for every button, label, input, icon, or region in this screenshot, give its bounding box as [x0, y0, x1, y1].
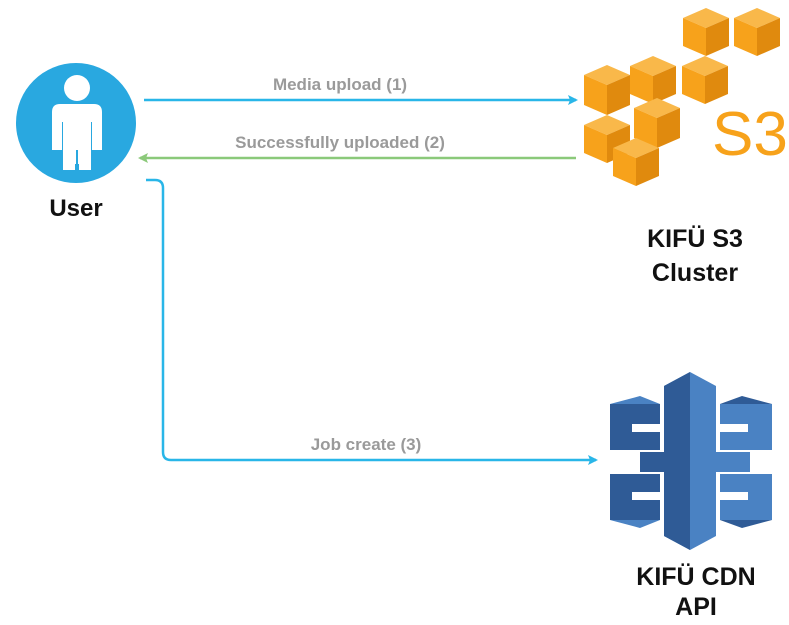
s3-label-line2: Cluster — [651, 259, 739, 287]
edge-job-create — [146, 178, 598, 465]
cdn-label-line2: API — [675, 593, 717, 621]
edge-label-successfully-uploaded: Successfully uploaded (2) — [235, 133, 445, 152]
s3-label: KIFÜ S3 Cluster — [610, 222, 780, 290]
edge-label-media-upload: Media upload (1) — [272, 75, 408, 94]
cdn-label: KIFÜ CDN API — [606, 562, 786, 622]
user-icon — [16, 63, 136, 183]
amazon-s3-icon: S3 — [584, 8, 788, 186]
s3-label-line1: KIFÜ S3 — [647, 225, 743, 253]
edge-label-job-create: Job create (3) — [310, 435, 422, 454]
cdn-label-line1: KIFÜ CDN — [636, 563, 756, 591]
api-gateway-icon — [610, 372, 772, 550]
svg-text:S3: S3 — [712, 100, 788, 169]
user-label: User — [49, 195, 103, 222]
